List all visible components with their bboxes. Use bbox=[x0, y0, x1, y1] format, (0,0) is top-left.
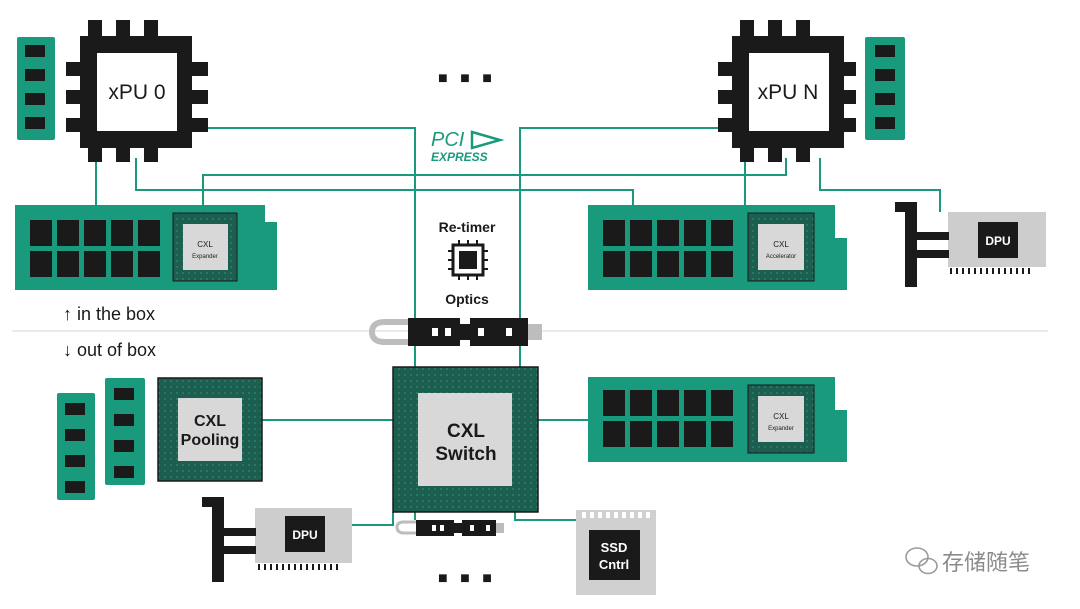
ssd-line2: Cntrl bbox=[599, 557, 629, 572]
cxl-expander-bottom-line1: CXL bbox=[773, 412, 789, 421]
cxl-expander-bottom-line2: Expander bbox=[768, 426, 794, 432]
wechat-icon bbox=[905, 547, 938, 575]
xpu-n-label: xPU N bbox=[758, 81, 819, 104]
dimm-right-top bbox=[865, 37, 905, 140]
ellipsis-bottom: ■ ■ ■ bbox=[438, 570, 496, 587]
dpu-bottom-label: DPU bbox=[292, 528, 317, 542]
cxl-accelerator-line2: Accelerator bbox=[766, 254, 796, 260]
xpu-0-label: xPU 0 bbox=[108, 81, 165, 104]
cxl-expander-top-card bbox=[15, 205, 277, 290]
wechat-watermark: 存储随笔 bbox=[905, 547, 1030, 575]
dpu-top-card bbox=[895, 202, 1046, 287]
dpu-top-label: DPU bbox=[985, 234, 1010, 248]
optics-small-cable-icon bbox=[395, 520, 504, 536]
cxl-switch-chip bbox=[392, 366, 539, 513]
cxl-switch-line2: Switch bbox=[435, 444, 496, 465]
ssd-card bbox=[576, 510, 656, 595]
cxl-expander-top-line1: CXL bbox=[197, 240, 213, 249]
cxl-accelerator-card bbox=[588, 205, 847, 290]
ssd-line1: SSD bbox=[601, 540, 628, 555]
dimm-left-top bbox=[17, 37, 55, 140]
optics-label: Optics bbox=[445, 291, 489, 307]
pcie-logo-top: PCI bbox=[431, 129, 465, 151]
pcie-arrow-icon bbox=[470, 130, 505, 150]
retimer-label: Re-timer bbox=[439, 219, 496, 235]
cxl-pooling-chip bbox=[157, 377, 263, 482]
optics-cable-icon bbox=[368, 318, 542, 346]
retimer-chip-icon bbox=[448, 240, 488, 280]
dimm-bottom-left-2 bbox=[105, 378, 145, 485]
watermark-text: 存储随笔 bbox=[942, 550, 1030, 575]
xpu-0-chip bbox=[66, 20, 208, 162]
in-box-label: ↑ in the box bbox=[63, 304, 155, 324]
xpu-n-chip bbox=[718, 20, 856, 162]
dimm-bottom-left-1 bbox=[57, 393, 95, 500]
cxl-expander-bottom-card bbox=[588, 377, 847, 462]
pcie-logo: PCI EXPRESS bbox=[431, 129, 505, 164]
cxl-switch-line1: CXL bbox=[447, 421, 485, 442]
cxl-accelerator-line1: CXL bbox=[773, 240, 789, 249]
dpu-bottom-card bbox=[202, 497, 352, 582]
ellipsis-top: ■ ■ ■ bbox=[438, 70, 496, 87]
out-box-label: ↓ out of box bbox=[63, 340, 156, 360]
cxl-pooling-line1: CXL bbox=[194, 413, 226, 430]
pcie-logo-bottom: EXPRESS bbox=[431, 150, 488, 164]
cxl-expander-top-line2: Expander bbox=[192, 254, 218, 260]
cxl-pooling-line2: Pooling bbox=[181, 432, 240, 449]
